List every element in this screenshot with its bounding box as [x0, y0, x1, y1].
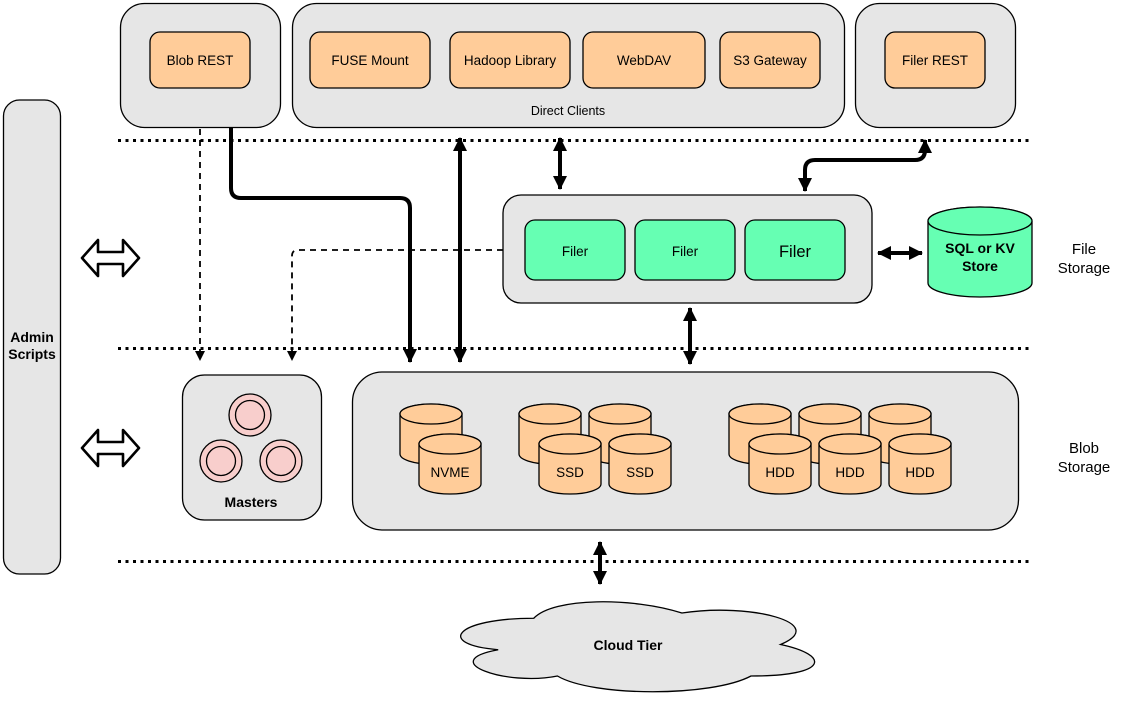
hadoop-library-label: Hadoop Library	[464, 53, 557, 68]
hdd-disk-icon-1	[748, 433, 812, 495]
blob-storage-section-label-line2: Storage	[1058, 459, 1111, 476]
fuse-mount-label: FUSE Mount	[331, 53, 409, 68]
admin-scripts-label-line2: Scripts	[8, 346, 56, 362]
sql-kv-store-label-line1: SQL or KV	[945, 240, 1015, 256]
webdav-node	[582, 31, 706, 89]
ssd-disk-icon-2	[608, 433, 672, 495]
admin-blob-storage-double-arrow-icon	[80, 428, 141, 468]
file-storage-section-label-line2: Storage	[1058, 260, 1111, 277]
s3-gateway-node	[719, 31, 821, 89]
blob-rest-node	[149, 31, 251, 89]
ssd-disk-icon-1	[538, 433, 602, 495]
filer-label-3: Filer	[779, 243, 812, 261]
master-node-3	[259, 439, 303, 483]
hdd-disk-label-1: HDD	[765, 465, 794, 480]
sql-kv-store-label-line2: Store	[962, 258, 998, 274]
admin-scripts-label-line1: Admin	[10, 329, 54, 345]
hadoop-library-node	[449, 31, 571, 89]
hdd-disk-label-2: HDD	[835, 465, 864, 480]
masters-label: Masters	[225, 494, 278, 510]
file-storage-section-label-line1: File	[1072, 241, 1096, 258]
nvme-disk-label: NVME	[430, 465, 469, 480]
admin-file-storage-double-arrow-icon	[80, 238, 141, 278]
fuse-mount-node	[309, 31, 431, 89]
filer-rest-label: Filer REST	[902, 53, 968, 68]
filer-node-2	[634, 219, 736, 281]
masters-container	[181, 374, 323, 521]
hdd-disk-icon-3	[888, 433, 952, 495]
nvme-disk-icon	[418, 433, 482, 495]
ssd-disk-label-1: SSD	[556, 465, 584, 480]
filer-rest-to-filer-double-arrow	[798, 139, 932, 192]
master-node-1	[228, 393, 272, 437]
filer-node-3	[744, 219, 846, 281]
blob-rest-to-blob-storage-arrow	[229, 128, 417, 363]
master-node-2	[199, 439, 243, 483]
s3-gateway-label: S3 Gateway	[733, 53, 807, 68]
cloud-tier-label: Cloud Tier	[594, 637, 664, 653]
blob-rest-label: Blob REST	[167, 53, 234, 68]
cloud-tier-shape	[460, 601, 816, 693]
blob-storage-section-label-line1: Blob	[1069, 440, 1099, 457]
direct-clients-caption: Direct Clients	[531, 104, 605, 118]
sql-kv-store-cylinder	[927, 206, 1033, 298]
filer-node-1	[524, 219, 626, 281]
webdav-label: WebDAV	[617, 53, 671, 68]
filer-label-2: Filer	[672, 244, 699, 259]
ssd-disk-label-2: SSD	[626, 465, 654, 480]
hdd-disk-icon-2	[818, 433, 882, 495]
admin-scripts-node	[2, 99, 62, 575]
filer-label-1: Filer	[562, 244, 589, 259]
filer-rest-node	[884, 31, 986, 89]
filer-to-masters-dashed-arrow	[287, 249, 503, 361]
hdd-disk-label-3: HDD	[905, 465, 934, 480]
